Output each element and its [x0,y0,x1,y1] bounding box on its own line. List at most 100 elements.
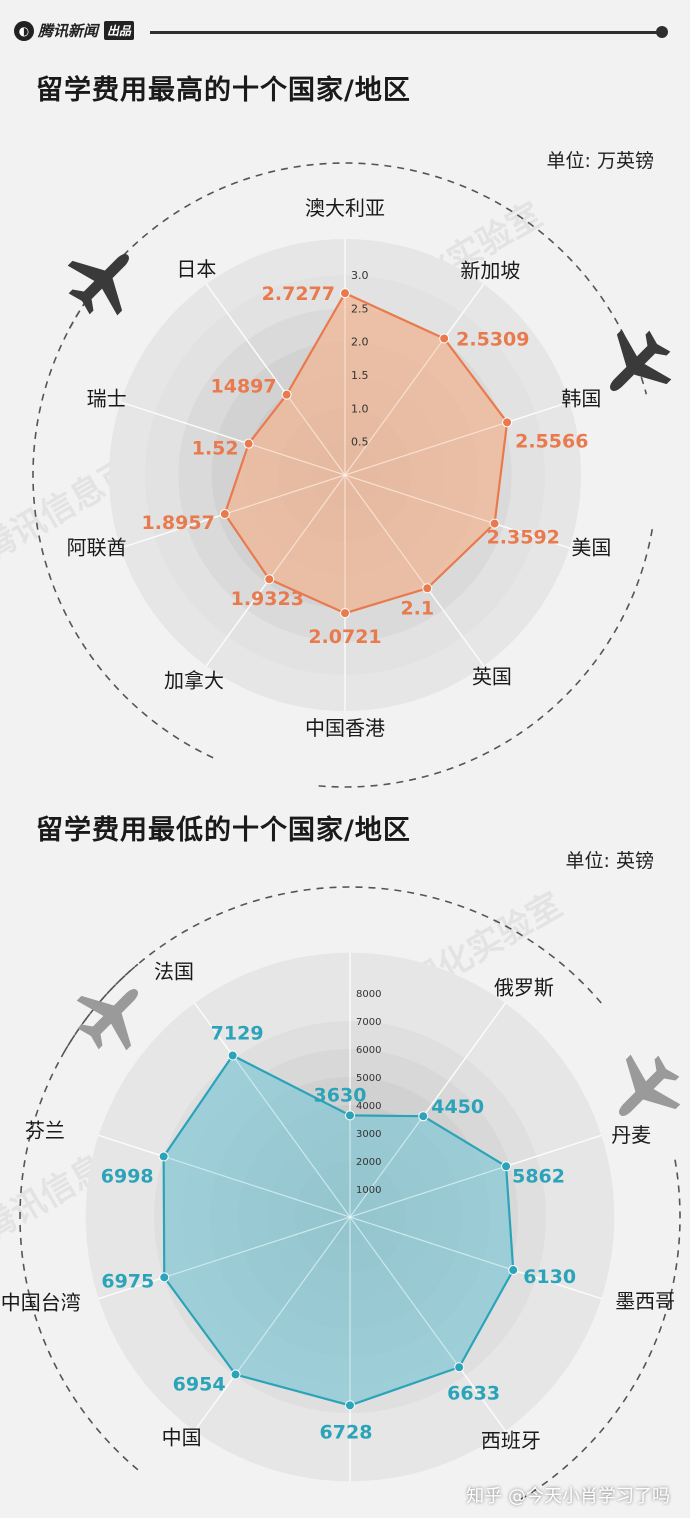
radar-value-label: 6728 [320,1421,373,1443]
decorative-dashed-arc [19,963,139,1471]
radar-spoke-overlay [136,1147,351,1218]
radar-tick-label: 3.0 [351,269,369,282]
radar-tick-label: 6000 [356,1045,381,1056]
radar-category-label: 中国台湾 [1,1290,81,1314]
airplane-icon [76,989,138,1051]
radar-value-label: 2.5566 [515,430,588,452]
radar-data-point [219,509,230,520]
radar-tick-label: 1.0 [351,402,369,415]
airplane-icon [619,1054,681,1116]
radar-value-label: 1.9323 [231,588,304,610]
chart1-title: 留学费用最高的十个国家/地区 [36,75,411,106]
top-divider-dot [656,26,668,38]
radar-category-label: 英国 [472,664,512,688]
radar-value-label: 2.5309 [456,328,529,350]
chart1-unit: 单位: 万英镑 [546,150,654,172]
chart2-radar: 100020003000400050006000700080003630印度44… [1,886,681,1500]
radar-tick-label: 2.0 [351,336,369,349]
radar-value-label: 6954 [173,1374,226,1396]
radar-data-point [158,1151,169,1162]
radar-value-label: 2.7277 [262,283,335,305]
decorative-dashed-arc [63,886,604,1053]
radar-value-label: 6130 [523,1266,576,1288]
radar-value-label: 7129 [211,1023,264,1045]
radar-data-point [264,574,275,585]
radar-category-label: 法国 [154,960,194,984]
radar-spoke-overlay [344,474,536,538]
radar-tick-label: 1000 [356,1185,381,1196]
radar-tick-label: 0.5 [351,436,369,449]
brand-logo-icon: ◐ [14,20,34,41]
radar-spoke-overlay [344,474,463,638]
chart2-title: 留学费用最低的十个国家/地区 [36,815,411,846]
radar-spoke-overlay [136,1216,351,1287]
radar-category-label: 芬兰 [25,1118,65,1142]
radar-tick-label: 7000 [356,1017,381,1028]
radar-spoke-overlay [217,1216,351,1399]
radar-data-point [230,1369,241,1380]
radar-value-label: 6633 [447,1382,500,1404]
radar-value-label: 1.8957 [141,512,214,534]
radar-data-point [454,1362,465,1373]
radar-value-label: 2.1 [400,597,434,619]
decorative-dashed-arc [317,529,654,788]
radar-category-label: 日本 [176,257,216,281]
radar-data-point [501,1161,512,1172]
radar-category-label: 西班牙 [481,1429,541,1453]
radar-data-point [502,417,513,428]
radar-data-point [227,1050,238,1061]
radar-tick-label: 8000 [356,989,381,1000]
radar-category-label: 俄罗斯 [494,976,554,1000]
radar-tick-label: 4000 [356,1101,381,1112]
radar-category-label: 瑞士 [87,386,127,410]
radar-category-label: 阿联酋 [67,536,127,560]
radar-value-label: 14897 [211,376,277,398]
radar-data-point [340,608,350,619]
radar-data-point [439,333,450,344]
chart2-unit: 单位: 英镑 [565,850,654,872]
brand-tag: 出品 [104,21,135,40]
radar-value-label: 6975 [101,1270,154,1292]
radar-value-label: 4450 [431,1096,484,1118]
top-bar: ◐ 腾讯新闻 出品 [14,14,674,46]
radar-spoke-overlay [349,1147,564,1218]
footer-credit: 知乎 @今天小肖学习了吗 [466,1486,670,1507]
radar-category-label: 中国 [162,1426,202,1450]
radar-category-label: 韩国 [561,386,601,410]
radar-spoke-overlay [349,1035,483,1218]
radar-tick-label: 5000 [356,1073,381,1084]
radar-value-label: 2.0721 [308,626,381,648]
radar-data-point [489,518,500,529]
radar-data-point [159,1272,170,1283]
radar-tick-label: 2.5 [351,302,369,315]
radar-spoke-overlay [227,474,346,638]
radar-spoke-overlay [154,474,346,538]
radar-category-label: 中国香港 [305,716,385,740]
brand: ◐ 腾讯新闻 出品 [14,20,135,41]
radar-value-label: 5862 [512,1165,565,1187]
airplane-icon [67,254,129,316]
brand-name: 腾讯新闻 [38,22,99,40]
radar-value-label: 2.3592 [487,527,560,549]
radar-value-label: 6998 [101,1165,154,1187]
airplane-icon [610,329,672,391]
radar-category-label: 新加坡 [460,259,520,283]
radar-spoke-overlay [217,1035,351,1218]
radar-category-label: 加拿大 [164,668,224,692]
radar-data-point [281,389,292,400]
radar-data-point [422,583,433,594]
radar-tick-label: 1.5 [351,369,369,382]
radar-tick-label: 3000 [356,1129,381,1140]
radar-data-point [243,438,254,449]
decorative-dashed-arc [32,295,214,759]
radar-category-label: 美国 [571,536,611,560]
radar-data-point [508,1265,519,1276]
decorative-dashed-arc [518,1159,681,1500]
radar-data-point [345,1400,355,1411]
chart1-radar: 0.5 1.0 1.5 2.0 2.5 3.0 2.7277 澳大利亚 2.5309 新加坡 2.5… [32,162,672,788]
radar-value-label: 3630 [314,1084,367,1106]
radar-category-label: 澳大利亚 [305,196,385,220]
radar-category-label: 墨西哥 [615,1289,675,1313]
radar-category-label: 丹麦 [611,1123,651,1147]
top-divider-line [150,31,662,34]
